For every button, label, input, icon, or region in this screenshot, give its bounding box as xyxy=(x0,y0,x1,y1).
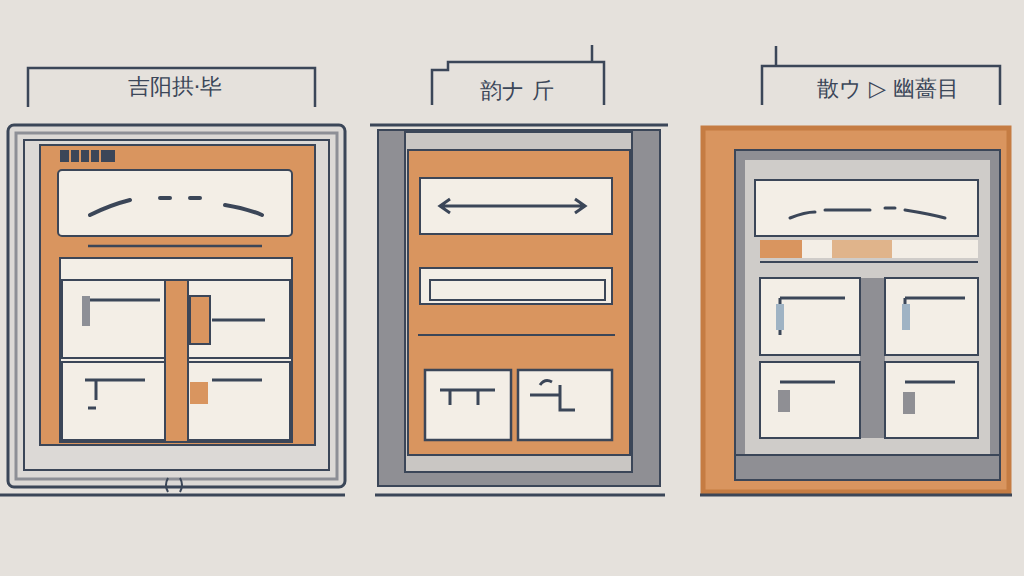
window-panel: 吉阳拱·毕 xyxy=(8,40,345,495)
window-panel xyxy=(700,128,1012,495)
panel-heading: 吉阳拱·毕 xyxy=(30,74,320,100)
header-bracket xyxy=(762,46,1000,105)
window-panel xyxy=(370,125,668,495)
window-panel xyxy=(0,125,345,495)
header-bracket xyxy=(432,45,604,105)
window-panel: 韵ナ 斤 xyxy=(378,30,668,495)
window-panel: 散ウ ▷ 幽薔目 xyxy=(700,30,1012,495)
panel-heading: 散ウ ▷ 幽薔目 xyxy=(778,76,998,102)
panel-heading: 韵ナ 斤 xyxy=(432,78,602,104)
